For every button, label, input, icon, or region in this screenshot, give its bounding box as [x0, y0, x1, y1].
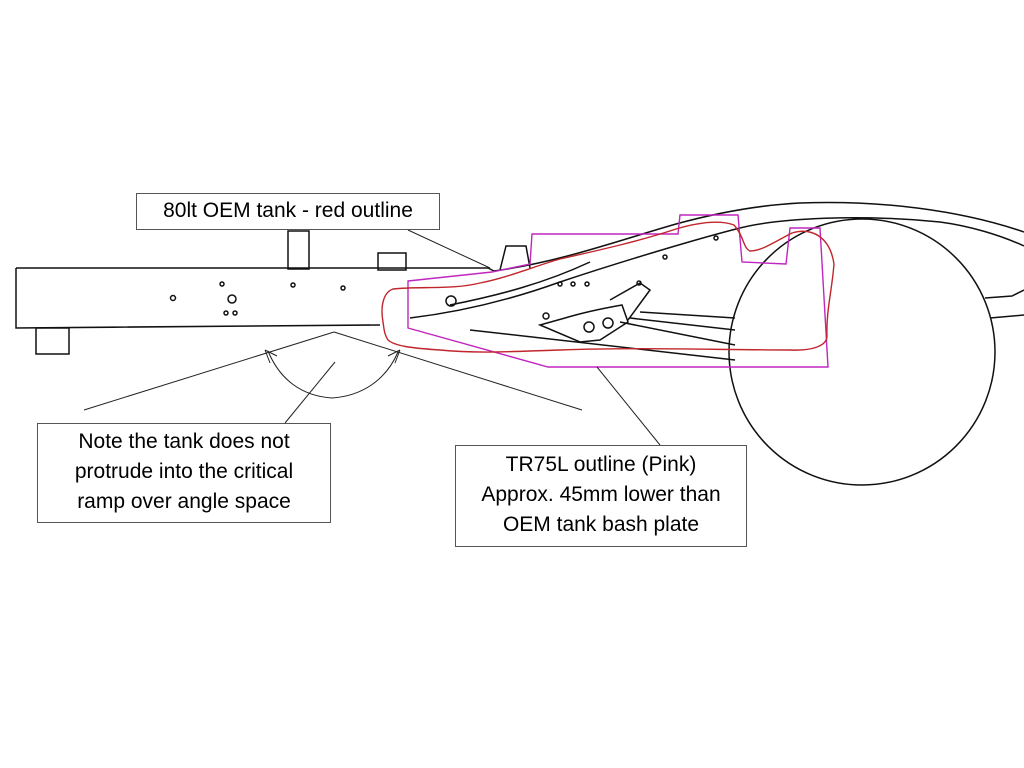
frame-hole — [584, 281, 590, 287]
arrow-head-right — [387, 349, 401, 364]
bolt-hole — [583, 321, 595, 333]
chassis-frame — [15, 201, 1024, 486]
ramp-angle-callout-line1: Note the tank does not — [78, 430, 290, 453]
frame-hole — [542, 312, 550, 320]
tr75-tank-callout-line2: Approx. 45mm lower than — [481, 483, 721, 506]
frame-tail — [984, 289, 1024, 319]
tr75-tank-outline — [407, 214, 829, 368]
leader-oem — [407, 229, 491, 269]
frame-bracket-3 — [35, 327, 70, 355]
ramp-line-left — [83, 331, 335, 411]
frame-hole — [570, 281, 576, 287]
rear-wheel — [728, 218, 996, 486]
frame-bracket-4 — [499, 245, 531, 271]
ramp-line-right — [333, 331, 583, 411]
frame-hole — [636, 280, 642, 286]
frame-holes — [169, 235, 719, 320]
suspension-link — [469, 282, 736, 361]
frame-bracket-1 — [287, 230, 310, 270]
spring-hanger — [537, 304, 629, 343]
tr75-tank-callout: TR75L outline (Pink) Approx. 45mm lower … — [455, 445, 747, 547]
ramp-angle-arc — [267, 350, 399, 399]
tr75-tank-callout-line1: TR75L outline (Pink) — [505, 453, 697, 476]
leader-lines — [284, 229, 661, 446]
frame-rail-lower — [409, 217, 1024, 319]
ramp-angle-marker — [83, 331, 583, 411]
ramp-angle-callout: Note the tank does not protrude into the… — [37, 423, 331, 523]
frame-hole — [713, 235, 719, 241]
oem-tank-outline — [381, 221, 835, 353]
oem-tank-callout-text: 80lt OEM tank - red outline — [163, 199, 413, 222]
leader-tr75 — [596, 366, 661, 446]
ramp-angle-callout-line2: protrude into the critical — [74, 460, 294, 483]
frame-bracket-2 — [377, 252, 407, 271]
ramp-angle-callout-line3: ramp over angle space — [77, 490, 291, 513]
frame-hole — [227, 294, 237, 304]
frame-hole — [232, 310, 238, 316]
oem-tank-callout: 80lt OEM tank - red outline — [136, 193, 440, 230]
frame-hole — [290, 282, 296, 288]
frame-hole — [445, 295, 457, 307]
frame-hole — [223, 310, 229, 316]
arrow-head-left — [264, 349, 278, 364]
frame-rail-inner — [449, 261, 591, 306]
tr75-tank-callout-line3: OEM tank bash plate — [502, 513, 700, 536]
frame-hole — [557, 281, 563, 287]
frame-rail — [15, 201, 1024, 329]
frame-hole — [169, 294, 177, 302]
bolt-hole — [602, 317, 614, 329]
leader-ramp — [284, 361, 336, 424]
frame-hole — [340, 285, 346, 291]
frame-hole — [219, 281, 225, 287]
frame-hole — [662, 254, 668, 260]
